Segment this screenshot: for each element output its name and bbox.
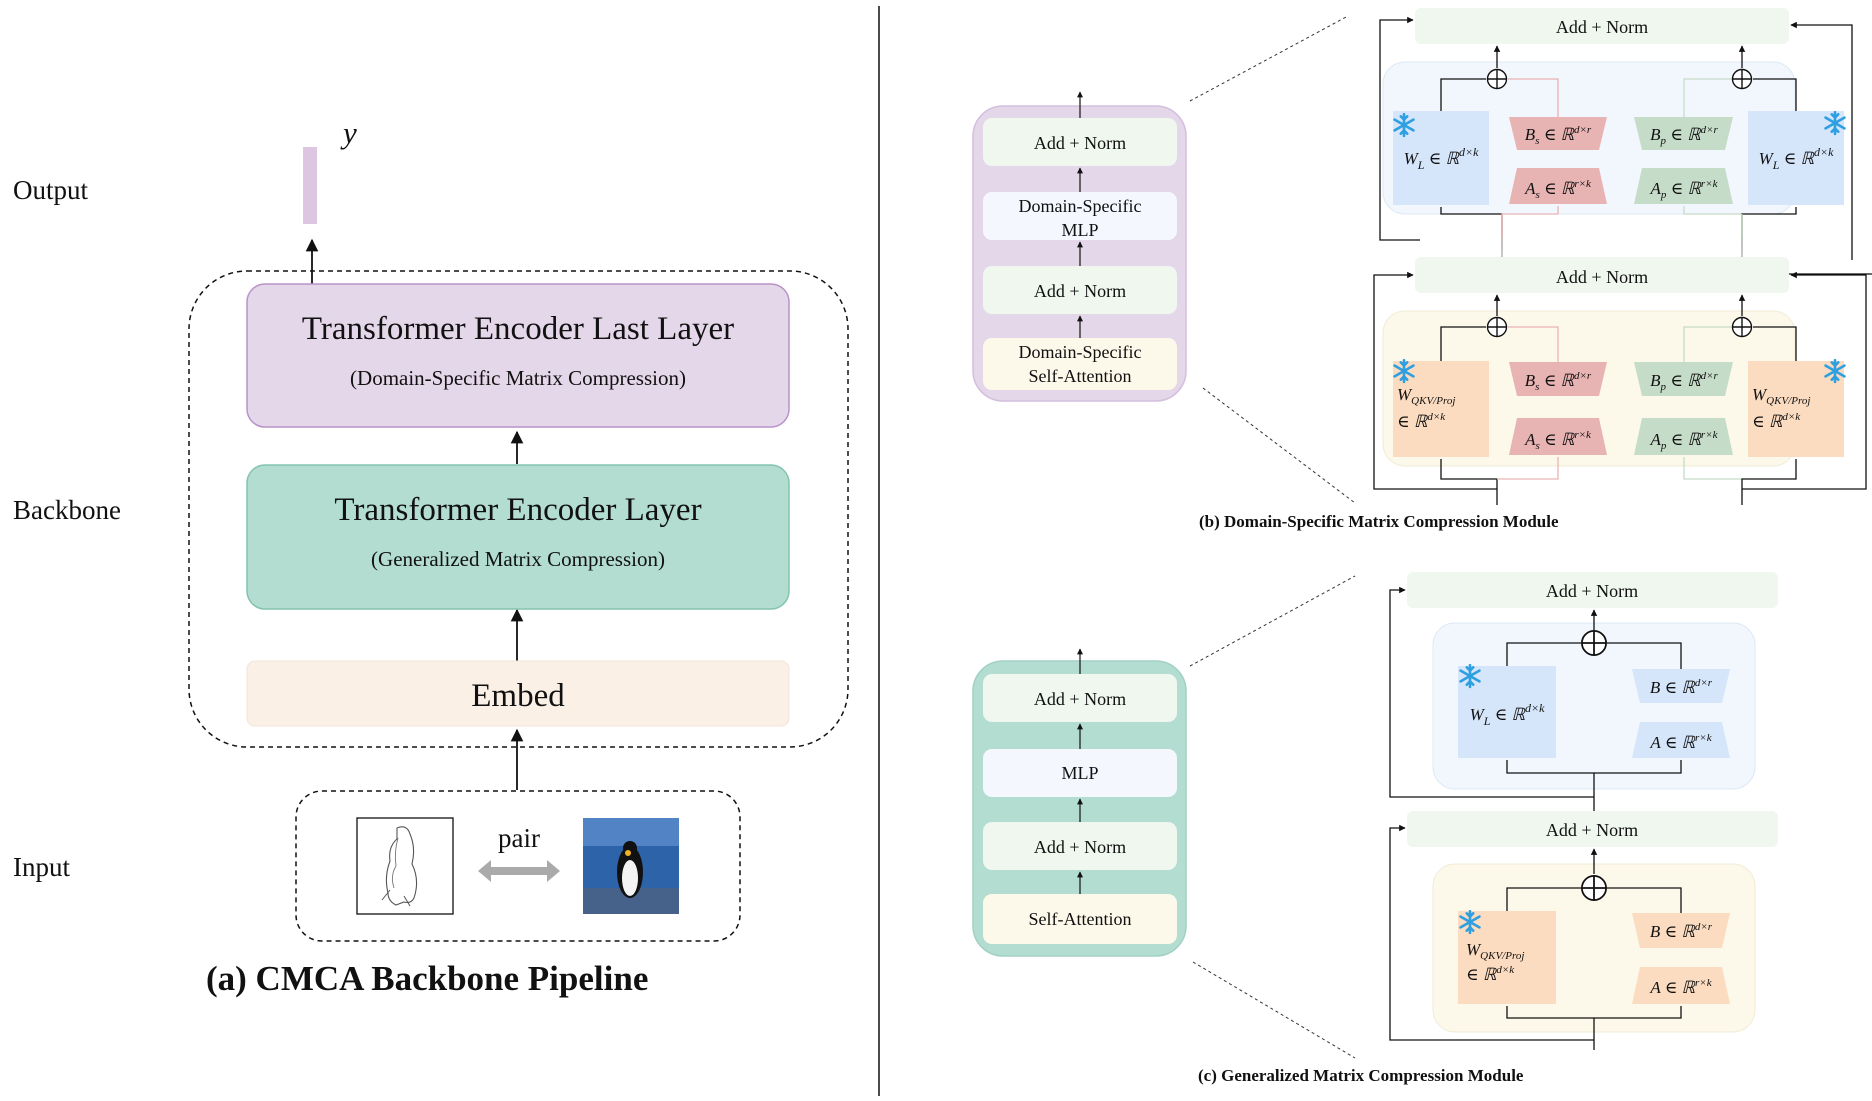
c-add-norm-mid bbox=[1407, 811, 1778, 847]
row-label-input: Input bbox=[13, 852, 70, 882]
pair-label: pair bbox=[498, 823, 540, 853]
b-mlp-w-right-label: WL ∈ ℝd×k bbox=[1759, 145, 1835, 172]
c-add-norm-top bbox=[1407, 572, 1778, 608]
input-container bbox=[295, 790, 741, 942]
output-bar bbox=[303, 147, 317, 224]
last-layer-box bbox=[246, 283, 790, 428]
b-attn-w-right-label: WQKV/Proj bbox=[1752, 385, 1810, 407]
c-stack-attention-label: Self-Attention bbox=[1029, 909, 1132, 929]
c-stack-add-norm-top bbox=[983, 674, 1177, 722]
b-stack-add-norm-top-label: Add + Norm bbox=[1034, 133, 1126, 153]
c-attn-a bbox=[1632, 967, 1730, 1004]
b-stack-attention bbox=[983, 338, 1177, 390]
b-add-norm-top bbox=[1415, 8, 1789, 44]
b-mlp-bs-label: Bs ∈ ℝd×r bbox=[1525, 124, 1592, 147]
c-attn-w bbox=[1458, 911, 1556, 1004]
c-attn-b bbox=[1632, 913, 1730, 948]
b-stack-attention-label2: Self-Attention bbox=[1029, 366, 1132, 386]
backbone-container bbox=[188, 270, 849, 748]
c-mlp-w bbox=[1458, 666, 1556, 758]
c-attn-b-label: B ∈ ℝd×r bbox=[1650, 921, 1713, 941]
b-attn-bp-label: Bp ∈ ℝd×r bbox=[1650, 370, 1718, 393]
b-mlp-bp-label: Bp ∈ ℝd×r bbox=[1650, 124, 1718, 147]
b-attn-w-left-label: WQKV/Proj bbox=[1397, 385, 1455, 407]
embed-label: Embed bbox=[471, 678, 565, 714]
c-stack-mlp bbox=[983, 749, 1177, 797]
b-mlp-ap-label: Ap ∈ ℝr×k bbox=[1649, 178, 1718, 201]
embed-box bbox=[246, 660, 790, 727]
c-stack-attention bbox=[983, 894, 1177, 944]
b-mlp-bs bbox=[1509, 117, 1607, 150]
b-stack-mlp-label: Domain-Specific bbox=[1019, 196, 1142, 216]
c-add-norm-top-label: Add + Norm bbox=[1546, 581, 1638, 601]
b-add-norm-top-label: Add + Norm bbox=[1556, 17, 1648, 37]
b-attn-w-right bbox=[1748, 361, 1844, 457]
last-layer-subtitle: (Domain-Specific Matrix Compression) bbox=[350, 366, 686, 390]
b-stack-mlp-label2: MLP bbox=[1061, 220, 1098, 240]
b-stack-add-norm-mid-label: Add + Norm bbox=[1034, 281, 1126, 301]
c-mlp-b-label: B ∈ ℝd×r bbox=[1650, 677, 1713, 697]
c-mlp-a-label: A ∈ ℝr×k bbox=[1649, 732, 1712, 752]
b-mlp-as bbox=[1509, 168, 1607, 204]
b-add-norm-mid bbox=[1415, 257, 1789, 293]
caption-c: (c) Generalized Matrix Compression Modul… bbox=[1198, 1066, 1524, 1085]
b-stack-add-norm-mid bbox=[983, 266, 1177, 314]
b-attn-bs bbox=[1509, 362, 1607, 396]
b-add-norm-mid-label: Add + Norm bbox=[1556, 267, 1648, 287]
photo-image bbox=[583, 818, 679, 914]
caption-a: (a) CMCA Backbone Pipeline bbox=[206, 959, 648, 998]
last-layer-title: Transformer Encoder Last Layer bbox=[302, 311, 734, 347]
c-attn-w-label: WQKV/Proj bbox=[1466, 940, 1524, 962]
b-stack-add-norm-top bbox=[983, 118, 1177, 166]
c-mlp-b bbox=[1632, 669, 1730, 703]
b-attn-as-label: As ∈ ℝr×k bbox=[1524, 429, 1592, 452]
encoder-layer-box bbox=[246, 464, 790, 610]
panel-a: Output Backbone Input y Transformer Enco… bbox=[13, 115, 849, 998]
b-stack-attention-label: Domain-Specific bbox=[1019, 342, 1142, 362]
panel-c: Add + Norm MLP Add + Norm Self-Attention… bbox=[972, 572, 1778, 1085]
sketch-image bbox=[356, 817, 454, 915]
c-stack-mlp-label: MLP bbox=[1061, 763, 1098, 783]
b-attn-ap-label: Ap ∈ ℝr×k bbox=[1649, 429, 1718, 452]
c-attn-a-label: A ∈ ℝr×k bbox=[1649, 977, 1712, 997]
output-symbol: y bbox=[340, 115, 357, 150]
b-attn-w-left bbox=[1393, 361, 1489, 457]
c-mlp-w-label: WL ∈ ℝd×k bbox=[1470, 701, 1546, 728]
c-mlp-a bbox=[1632, 722, 1730, 758]
encoder-layer-title: Transformer Encoder Layer bbox=[334, 492, 701, 528]
b-mlp-w-left-label: WL ∈ ℝd×k bbox=[1404, 145, 1480, 172]
b-mlp-ap bbox=[1634, 168, 1733, 204]
b-attn-ap bbox=[1634, 418, 1733, 455]
caption-b: (b) Domain-Specific Matrix Compression M… bbox=[1199, 512, 1559, 531]
b-stack-mlp bbox=[983, 192, 1177, 240]
c-stack-add-norm-mid-label: Add + Norm bbox=[1034, 837, 1126, 857]
row-label-backbone: Backbone bbox=[13, 495, 121, 525]
c-add-norm-mid-label: Add + Norm bbox=[1546, 820, 1638, 840]
row-label-output: Output bbox=[13, 175, 89, 205]
b-mlp-bp bbox=[1634, 117, 1733, 150]
b-attn-bp bbox=[1634, 362, 1733, 396]
b-attn-as bbox=[1509, 418, 1607, 455]
c-stack-add-norm-top-label: Add + Norm bbox=[1034, 689, 1126, 709]
panel-b: Add + Norm Domain-Specific MLP Add + Nor… bbox=[972, 8, 1872, 531]
b-attn-bs-label: Bs ∈ ℝd×r bbox=[1525, 370, 1592, 393]
c-stack-add-norm-mid bbox=[983, 822, 1177, 870]
b-mlp-as-label: As ∈ ℝr×k bbox=[1524, 178, 1592, 201]
pair-arrow bbox=[478, 860, 560, 882]
encoder-layer-subtitle: (Generalized Matrix Compression) bbox=[371, 547, 665, 571]
